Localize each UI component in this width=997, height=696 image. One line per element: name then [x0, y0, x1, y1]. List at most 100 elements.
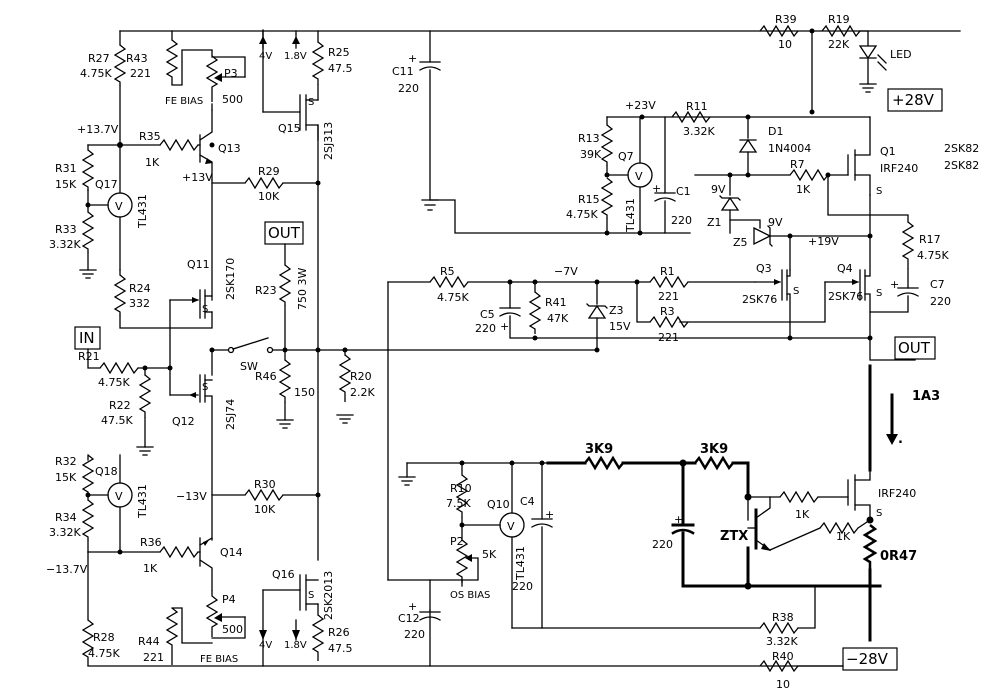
meas-18-bot: 1.8V — [284, 640, 307, 651]
r7-resistor — [789, 168, 829, 182]
r25-label: R25 — [328, 46, 350, 59]
out-mid-terminal[interactable] — [264, 221, 304, 245]
r40-label: R40 — [772, 650, 794, 663]
z5-voltage: 9V — [768, 216, 783, 229]
added-1k-b-label: 1K — [836, 530, 851, 543]
r28-label: R28 — [93, 631, 115, 644]
r29-resistor — [244, 176, 284, 190]
r17-label: R17 — [919, 233, 941, 246]
q7-v: V — [635, 170, 643, 183]
r27-label: R27 — [88, 52, 110, 65]
r43-resistor — [165, 39, 179, 85]
r15-value: 4.75K — [566, 208, 598, 221]
r32-resistor — [81, 454, 95, 496]
r43-value: 221 — [130, 67, 151, 80]
r40-resistor — [759, 659, 799, 673]
r31-resistor — [81, 149, 95, 191]
r29-value: 10K — [258, 190, 280, 203]
r5-label: R5 — [440, 265, 455, 278]
added-3k9-b-resistor — [694, 455, 734, 471]
r15-label: R15 — [578, 193, 600, 206]
r13-value: 39K — [580, 148, 602, 161]
c12-plus: + — [408, 600, 417, 613]
c1-label: C1 — [676, 185, 691, 198]
q18-type: TL431 — [136, 484, 149, 519]
q11-type: 2SK170 — [224, 258, 237, 300]
added-1k-a-label: 1K — [795, 508, 810, 521]
r7-value: 1K — [796, 183, 811, 196]
q1-alt2: 2SK82 — [944, 159, 979, 172]
r39-value: 10 — [778, 38, 792, 51]
r1-resistor — [649, 275, 689, 289]
r38-resistor — [759, 621, 799, 635]
p4-wiper — [214, 613, 222, 622]
r36-resistor — [159, 545, 199, 559]
bottom-fet-type: IRF240 — [878, 487, 916, 500]
r46-resistor — [278, 359, 292, 403]
r41-resistor — [528, 291, 542, 334]
current-arrow — [886, 434, 898, 445]
sw-label[interactable]: SW — [240, 360, 258, 373]
q15-s: S — [308, 97, 314, 108]
r21-value: 4.75K — [98, 376, 130, 389]
q1-label: Q1 — [880, 145, 896, 158]
r46-label: R46 — [255, 370, 277, 383]
meas-4v-top: 4V — [259, 51, 272, 62]
r7-label: R7 — [790, 158, 805, 171]
r22-resistor — [138, 374, 152, 418]
z1-label: Z1 — [707, 216, 722, 229]
q13-label: Q13 — [218, 142, 241, 155]
added-0r47-resistor — [862, 524, 878, 570]
q18-v: V — [115, 490, 123, 503]
p3-label: P3 — [224, 67, 238, 80]
q4-s: S — [876, 288, 882, 299]
r19-resistor — [821, 24, 861, 38]
r38-label: R38 — [772, 611, 794, 624]
c4-value: 220 — [512, 580, 533, 593]
q3-type: 2SK76 — [742, 293, 777, 306]
r36-label: R36 — [140, 536, 162, 549]
pos-rail-terminal[interactable] — [887, 88, 943, 112]
r44-label: R44 — [138, 635, 160, 648]
r23-resistor — [278, 264, 292, 306]
z5-zener — [753, 226, 772, 246]
led-label: LED — [890, 48, 912, 61]
c5-label: C5 — [480, 308, 495, 321]
q15-type: 2SJ313 — [322, 122, 335, 160]
neg-rail-terminal[interactable] — [842, 647, 898, 671]
p3-pot — [205, 50, 219, 102]
r24-label: R24 — [129, 282, 151, 295]
added-c-value: 220 — [652, 538, 673, 551]
r32-value: 15K — [55, 471, 77, 484]
q17-label: Q17 — [95, 178, 118, 191]
r39-label: R39 — [775, 13, 797, 26]
q7-type: TL431 — [624, 198, 637, 233]
p4-name: FE BIAS — [200, 654, 238, 665]
out-right-terminal[interactable] — [894, 336, 936, 360]
c5-value: 220 — [475, 322, 496, 335]
r23-value: 750 3W — [296, 268, 309, 310]
current-dot: . — [898, 432, 903, 447]
r11-label: R11 — [686, 100, 708, 113]
r17-value: 4.75K — [917, 249, 949, 262]
c1-value: 220 — [671, 214, 692, 227]
out-mid-label: OUT — [268, 224, 301, 242]
q11-s: S — [202, 304, 208, 315]
r26-label: R26 — [328, 626, 350, 639]
q16-type: 2SK2013 — [322, 571, 335, 620]
r34-label: R34 — [55, 511, 77, 524]
q1-alt1: 2SK82 — [944, 142, 979, 155]
added-3k9-b-label: 3K9 — [700, 442, 728, 457]
r21-resistor — [99, 361, 139, 375]
r34-resistor — [81, 499, 95, 541]
out-right-label: OUT — [898, 339, 931, 357]
added-c-plus: + — [674, 513, 683, 526]
r30-label: R30 — [254, 478, 276, 491]
node-p13: +13V — [182, 171, 213, 184]
q12-s: S — [202, 382, 208, 393]
r20-value: 2.2K — [350, 386, 375, 399]
r34-value: 3.32K — [49, 526, 81, 539]
added-1k-a-resistor — [779, 490, 819, 504]
node-p13-7: +13.7V — [77, 123, 119, 136]
